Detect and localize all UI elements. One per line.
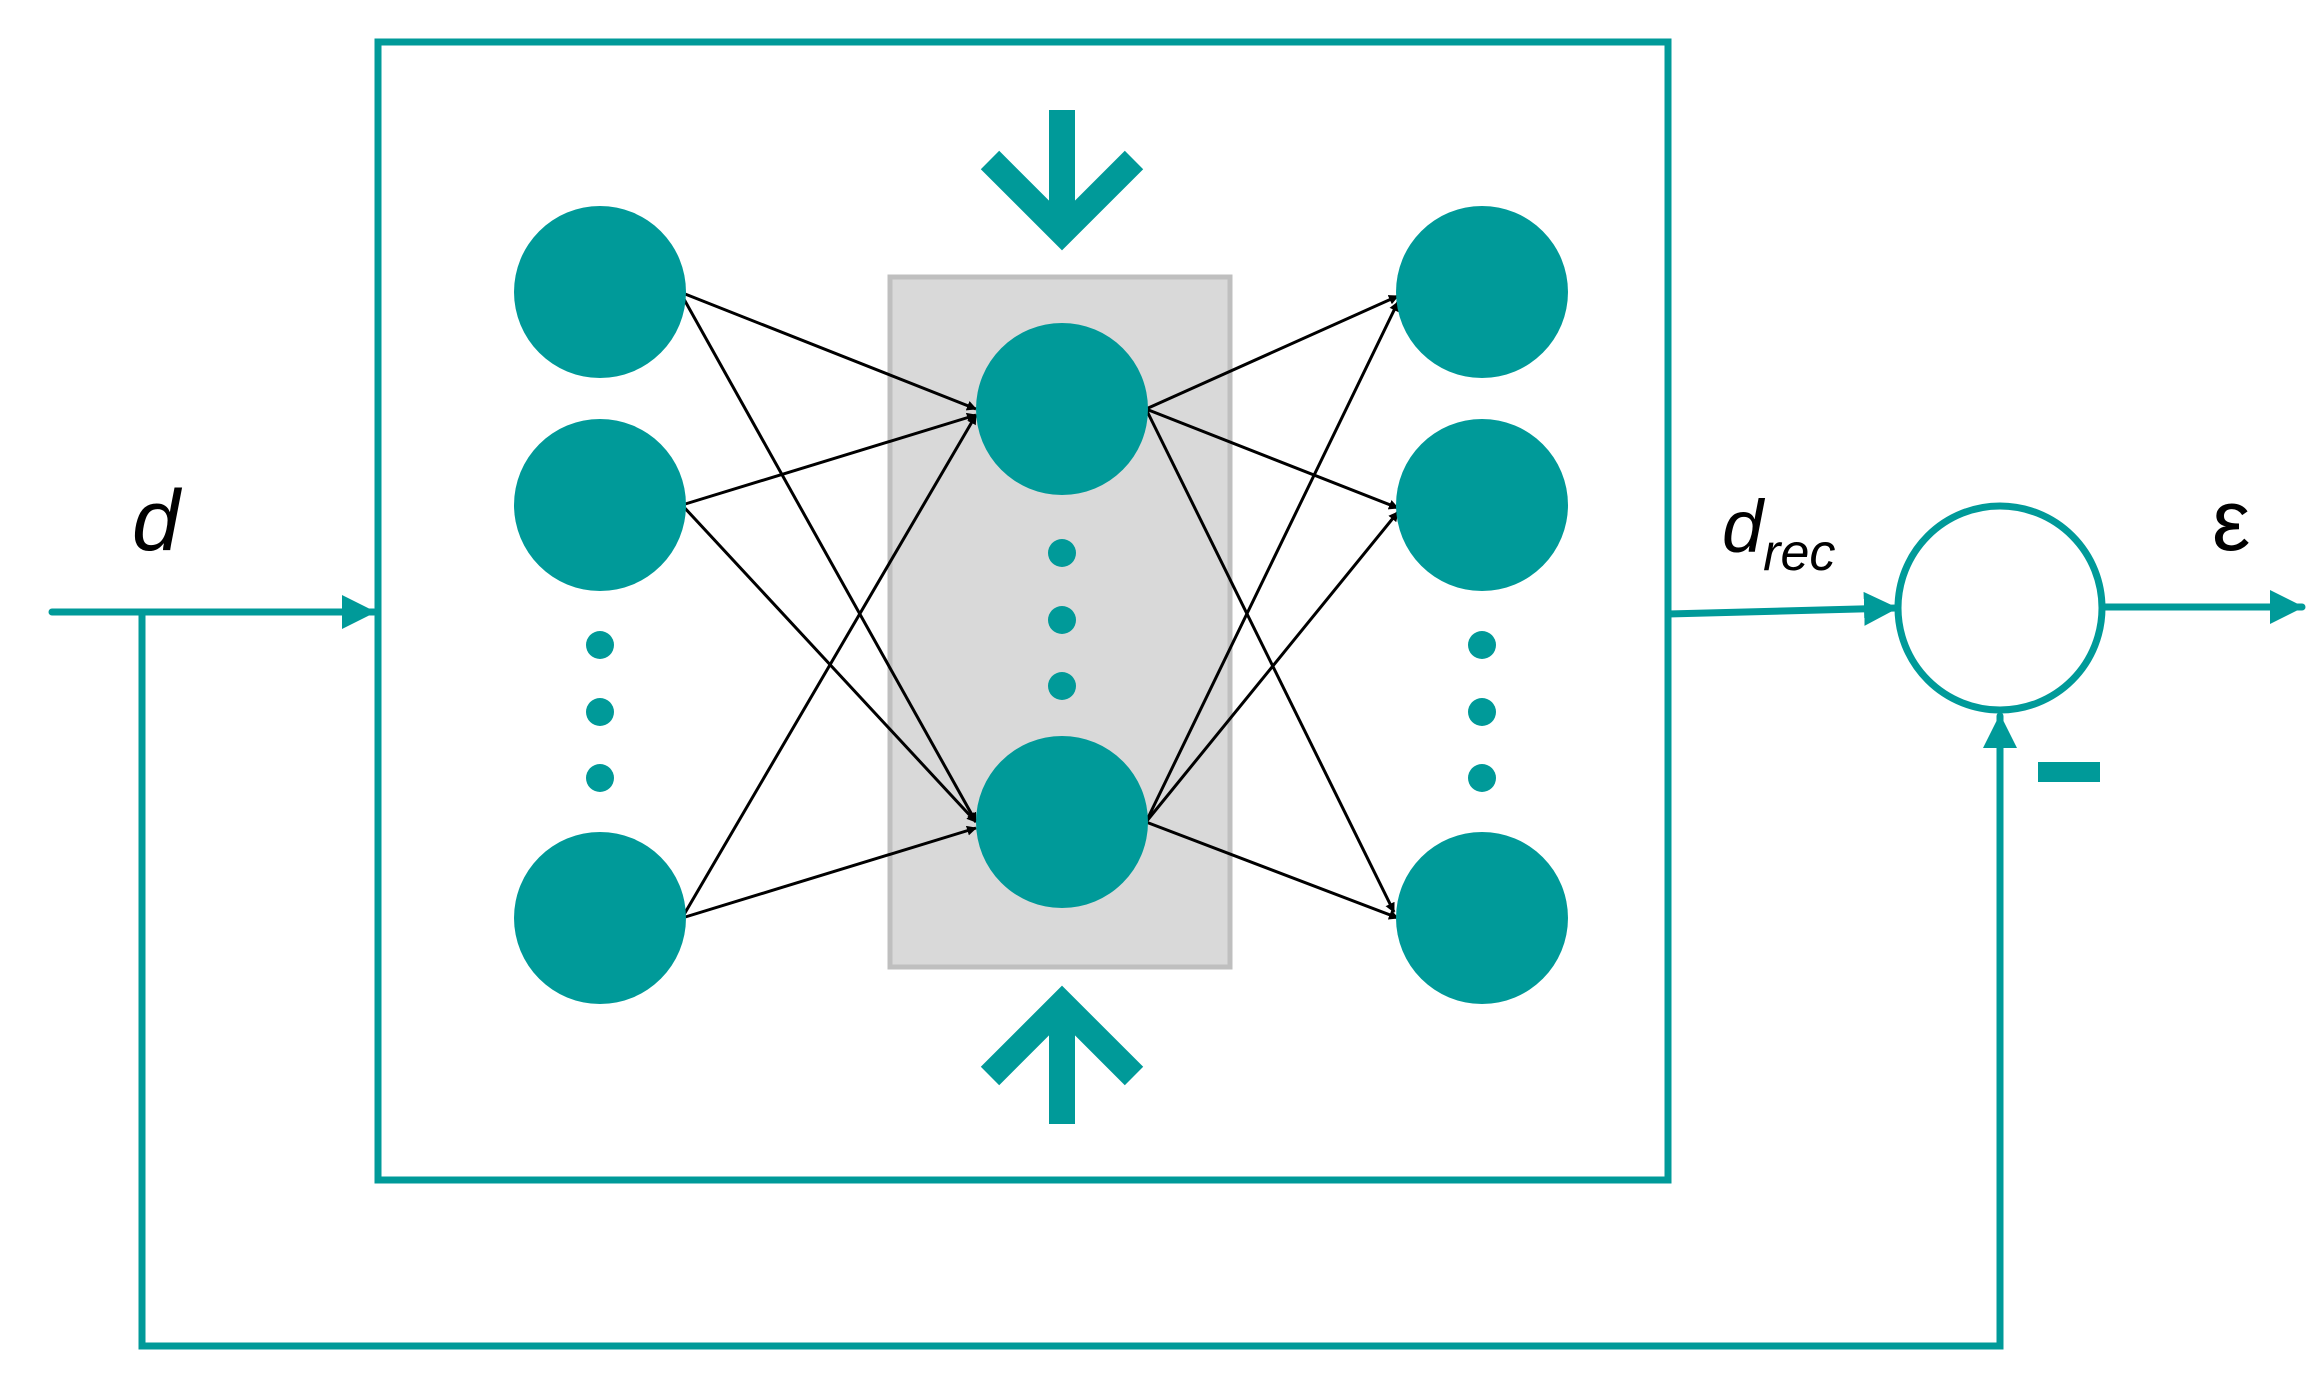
connection (1144, 511, 1400, 823)
connection (1145, 407, 1399, 510)
output-node (1396, 206, 1568, 378)
input-label: d (132, 473, 180, 569)
output-layer (1396, 206, 1568, 1004)
connection (679, 290, 977, 411)
connection (681, 412, 977, 507)
network-connections (678, 290, 1400, 920)
arrow-up-icon (980, 985, 1144, 1124)
bottleneck-node (976, 736, 1148, 908)
ellipsis-dot (586, 698, 614, 726)
bottleneck-node (976, 323, 1148, 495)
connection (680, 503, 978, 824)
ellipsis-dot (1468, 698, 1496, 726)
reconstruction-label-sub: rec (1763, 524, 1836, 582)
summing-junction-icon (1894, 502, 2106, 714)
connection (1145, 294, 1399, 411)
reconstruction-label-base: d (1722, 485, 1764, 568)
reconstruction-label: drec (1722, 490, 1836, 582)
ellipsis-dot (1048, 606, 1076, 634)
error-label: ε (2212, 473, 2251, 569)
connection (1144, 301, 1400, 823)
ellipsis-dot (1048, 539, 1076, 567)
ellipsis-dot (1468, 631, 1496, 659)
connection (680, 414, 978, 919)
arrow-down-icon (980, 110, 1144, 251)
input-node (514, 832, 686, 1004)
ellipsis-dot (1468, 764, 1496, 792)
connection (1145, 820, 1399, 920)
output-node (1396, 419, 1568, 591)
input-layer (514, 206, 686, 1004)
connection (681, 825, 977, 920)
ellipsis-dot (586, 764, 614, 792)
feedback-line (138, 608, 2017, 1350)
ellipsis-dot (1048, 672, 1076, 700)
input-node (514, 419, 686, 591)
ellipsis-dot (586, 631, 614, 659)
reconstruction-signal-line (1664, 591, 1900, 626)
signal-lines (48, 590, 2306, 1350)
input-node (514, 206, 686, 378)
minus-sign (2038, 762, 2100, 782)
output-node (1396, 832, 1568, 1004)
connection (1144, 408, 1396, 913)
bottleneck-layer (976, 323, 1148, 908)
connection (678, 291, 978, 823)
